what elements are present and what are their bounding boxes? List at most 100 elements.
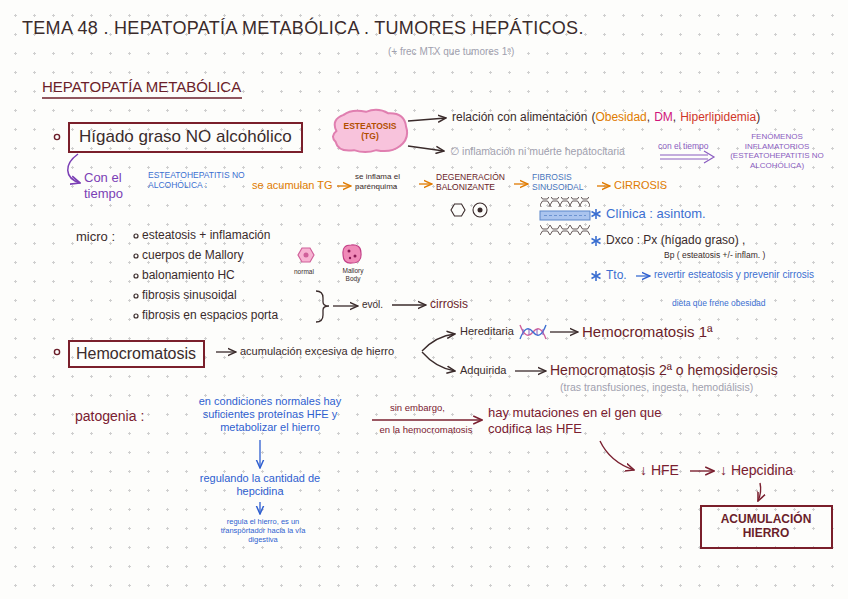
text-label: CIRROSIS <box>614 179 667 192</box>
arrow <box>408 118 446 121</box>
label-text: normal <box>294 268 314 276</box>
node-text: Hígado graso NO alcohólico <box>79 127 292 147</box>
label-text: ESTEATOHEPATITIS NO ALCOHÓLICA : <box>148 170 245 190</box>
text-label: balonamiento HC <box>142 268 235 282</box>
curved-arrow <box>600 441 634 470</box>
text-label: normal <box>294 268 314 276</box>
text-label: Mallory Body <box>336 267 370 283</box>
label-text: fibrosis sinusoidal <box>142 288 237 302</box>
text-label: patogenia : <box>75 408 144 425</box>
label-text: Obesidad <box>595 110 646 124</box>
text-label: evol. <box>362 299 383 311</box>
dna-icon <box>520 325 546 339</box>
node-text: ACUMULACIÓN HIERRO <box>710 512 822 541</box>
text-label: sin embargo, <box>390 402 445 413</box>
label-text: Hemocromatosis 1ª <box>582 323 713 341</box>
text-label: Dxco : Px (hígado graso) , <box>606 233 745 247</box>
arrow <box>758 483 761 501</box>
label-text: (tras transfusiones, ingesta, hemodiális… <box>560 381 753 394</box>
label-text: Hereditaria <box>460 325 514 338</box>
label-text: ( <box>591 110 595 124</box>
text-label: con el tiempo <box>658 141 709 151</box>
text-label: Bp ( esteatosis +/- inflam. ) <box>664 250 765 260</box>
arrow <box>419 183 432 184</box>
boxed-node: ACUMULACIÓN HIERRO <box>700 505 833 549</box>
text-label: FIBROSIS SINUSOIDAL <box>532 172 594 192</box>
blob-node: ESTEATOSIS (TG) <box>330 108 410 154</box>
label-text: Bp ( esteatosis +/- inflam. ) <box>664 250 765 260</box>
text-label: en condiciones normales hay suficientes … <box>180 395 360 435</box>
label-text: ) <box>756 110 760 124</box>
text-label: en la hemocromatosis <box>378 424 474 435</box>
text-label: DEGENERACIÓN BALONIZANTE <box>436 172 512 192</box>
label-text: en la hemocromatosis <box>380 424 473 435</box>
text-label: cirrosis <box>430 297 468 311</box>
label-text: con el tiempo <box>658 141 709 151</box>
arrow <box>550 331 578 332</box>
bullet <box>54 134 59 139</box>
label-text: relación con alimentación <box>452 110 587 124</box>
text-label: micro : <box>76 229 115 245</box>
arrow <box>597 185 610 186</box>
double-arrow <box>660 151 714 163</box>
label-text: Mallory Body <box>343 267 364 282</box>
label-text: , <box>647 110 650 124</box>
bullet <box>54 349 59 354</box>
label-text: balonamiento HC <box>142 268 235 282</box>
text-label: revertir esteatosis y prevenir cirrosis <box>654 269 840 281</box>
label-text: Hiperlipidemia <box>680 110 756 124</box>
arrow <box>337 185 351 186</box>
label-text: fibrosis en espacios porta <box>142 308 278 322</box>
hepatocyte-icon <box>298 248 314 262</box>
arrow <box>333 305 358 306</box>
text-label: Clínica : asintom. <box>606 206 706 222</box>
label-text: Dxco : Px (hígado graso) , <box>606 233 745 247</box>
split-arrow <box>422 334 455 351</box>
arrow <box>392 304 426 305</box>
text-label: ESTEATOHEPATITIS NO ALCOHÓLICA : <box>148 170 248 190</box>
split-arrow <box>422 352 455 371</box>
label-text: (+ frec MTX que tumores 1ª) <box>388 46 514 58</box>
label-text: se inflama el parénquima <box>355 172 400 191</box>
text-label: Hemocromatosis 2ª o hemosiderosis <box>550 362 778 379</box>
arrow <box>636 275 650 276</box>
text-label: (tras transfusiones, ingesta, hemodiális… <box>560 381 753 394</box>
arrow <box>259 502 260 514</box>
label-text: CIRROSIS <box>614 179 667 192</box>
asterisk <box>592 209 601 281</box>
label-text: FIBROSIS SINUSOIDAL <box>532 172 584 192</box>
label-text: dieta que frene obesidad <box>672 298 766 308</box>
page-title: TEMA 48 . HEPATOPATÍA METABÓLICA . TUMOR… <box>22 18 584 39</box>
text-label: regulando la cantidad de hepcidina <box>195 472 325 498</box>
boxed-node: Hemocromatosis <box>68 340 205 368</box>
node-text: Hemocromatosis <box>76 344 196 363</box>
label-text: evol. <box>362 299 383 311</box>
arrow <box>372 419 482 420</box>
text-label: ↓ HFE <box>640 462 679 479</box>
text-label: Tto. <box>606 268 627 282</box>
label-text: , <box>673 110 676 124</box>
arrow <box>690 470 714 471</box>
text-label: regula el hierro, es un transportador ha… <box>208 517 318 544</box>
arrow <box>259 440 260 468</box>
node-text-group: Hígado graso NO alcohólico <box>79 127 292 147</box>
mallory-icon <box>343 245 361 263</box>
text-label: acumulación excesiva de hierro <box>240 345 394 358</box>
label-text: micro : <box>76 229 115 245</box>
node-text: ESTEATOSIS (TG) <box>340 121 400 141</box>
text-label: cuerpos de Mallory <box>142 248 243 262</box>
label-text: cuerpos de Mallory <box>142 248 243 262</box>
label-text: ∅ inflamación ni muerte hepatocitaria <box>450 145 625 158</box>
label-text: sin embargo, <box>390 402 445 413</box>
label-text: DM <box>654 110 673 124</box>
text-label: Adquirida <box>460 364 506 377</box>
label-text: Clínica : asintom. <box>606 206 706 222</box>
heading-underline <box>42 97 242 99</box>
text-label: ↓ Hepcidina <box>720 462 793 479</box>
arrow <box>216 351 236 352</box>
text-label: Hereditaria <box>460 325 514 338</box>
node-text-group: ESTEATOSIS (TG) <box>340 121 400 141</box>
label-text: cirrosis <box>430 297 468 311</box>
label-text: se acumulan TG <box>252 179 333 192</box>
